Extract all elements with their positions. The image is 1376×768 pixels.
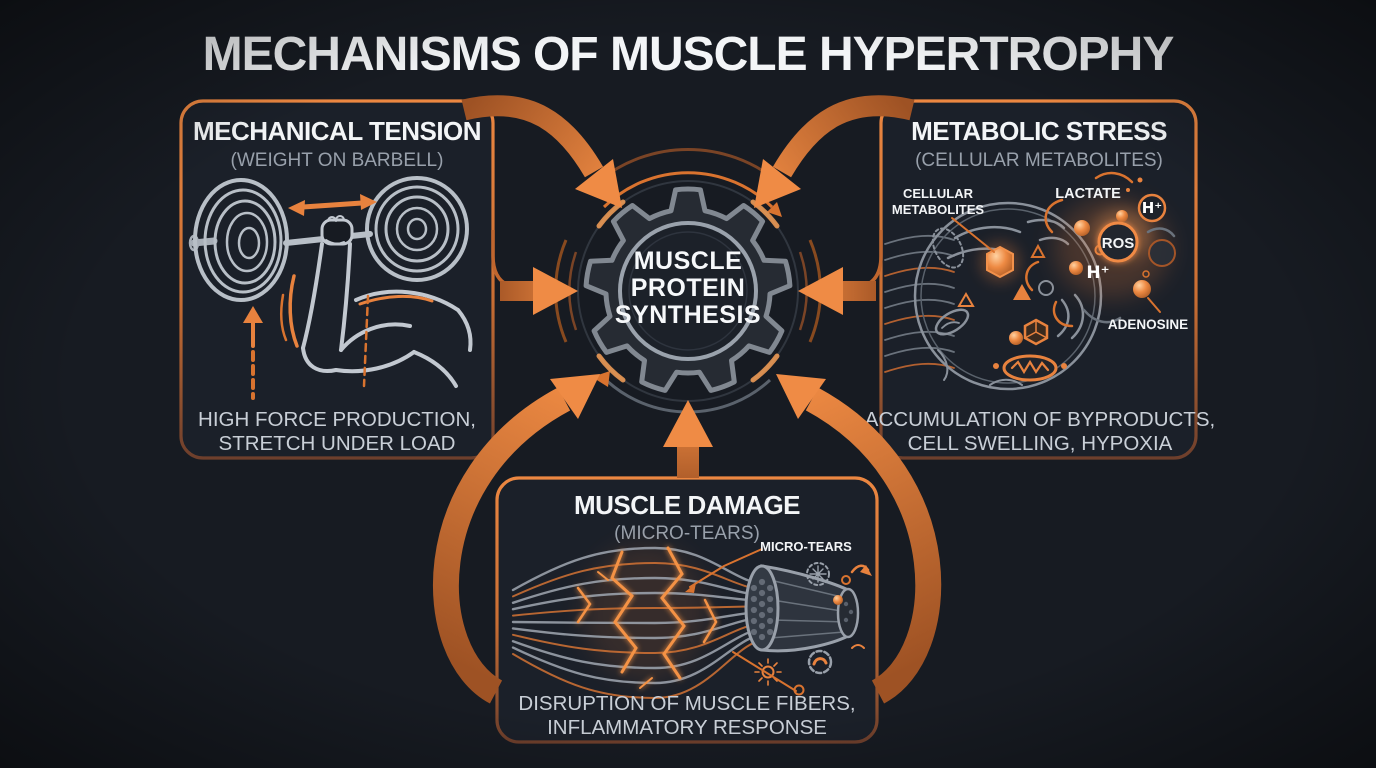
diagram-svg: MECHANISMS OF MUSCLE HYPERTROPHY MECHANI… <box>0 0 1376 768</box>
infographic-canvas: MECHANISMS OF MUSCLE HYPERTROPHY MECHANI… <box>0 0 1376 768</box>
vignette-overlay <box>0 0 1376 768</box>
